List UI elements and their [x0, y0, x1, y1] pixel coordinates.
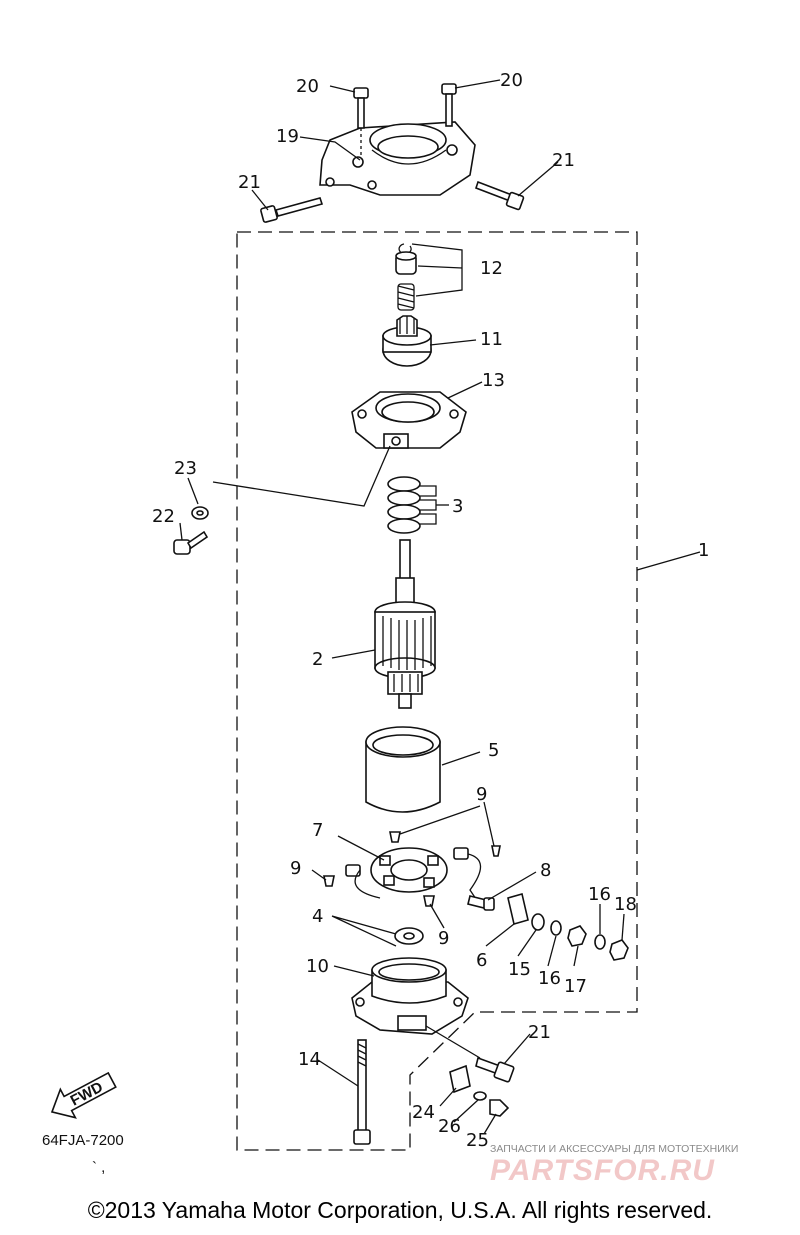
- callout-12: 12: [480, 258, 503, 279]
- callout-14: 14: [298, 1049, 321, 1070]
- figure-code: 64FJA-7200: [42, 1132, 124, 1149]
- callout-16: 16: [538, 968, 561, 989]
- part-23-washer: [191, 506, 209, 520]
- callout-16: 16: [588, 884, 611, 905]
- part-21-bolt-bottom: [475, 1056, 515, 1083]
- fwd-label: FWD: [68, 1078, 106, 1109]
- part-19-bracket: [319, 121, 476, 196]
- callout-20: 20: [500, 70, 523, 91]
- part-13-front-cover: [351, 391, 467, 449]
- part-5-yoke: [365, 726, 441, 813]
- callout-17: 17: [564, 976, 587, 997]
- part-21-bolt-left: [260, 197, 324, 223]
- part-9-screw-a: [389, 831, 401, 843]
- part-17-nut: [567, 925, 587, 947]
- part-21-bolt-right: [474, 180, 525, 211]
- watermark: ЗАПЧАСТИ И АКСЕССУАРЫ ДЛЯ МОТОТЕХНИКИ PA…: [490, 1143, 738, 1187]
- callout-labels: 20 20 19 21 21 12 11 13 23 3 22 1 2 5 9 …: [152, 70, 709, 1151]
- callout-22: 22: [152, 506, 175, 527]
- callout-21: 21: [552, 150, 575, 171]
- part-2-armature: [374, 539, 436, 709]
- part-18-nut: [609, 939, 629, 961]
- callout-11: 11: [480, 329, 503, 350]
- watermark-tagline: ЗАПЧАСТИ И АКСЕССУАРЫ ДЛЯ МОТОТЕХНИКИ: [490, 1143, 738, 1155]
- callout-9: 9: [438, 928, 449, 949]
- tick-mark: ` ,: [92, 1159, 105, 1176]
- part-22-bolt: [173, 530, 209, 555]
- part-4-washer: [394, 927, 424, 945]
- part-15-washer: [531, 913, 545, 931]
- callout-6: 6: [476, 950, 487, 971]
- part-14-through-bolt: [353, 1039, 371, 1145]
- part-26-washer: [473, 1091, 487, 1101]
- part-20-bolt-left: [353, 87, 369, 158]
- callout-8: 8: [540, 860, 551, 881]
- callout-21: 21: [528, 1022, 551, 1043]
- callout-21: 21: [238, 172, 261, 193]
- part-10-rear-cover: [351, 957, 469, 1035]
- callout-13: 13: [482, 370, 505, 391]
- part-25-bolt: [489, 1099, 510, 1117]
- part-6-insulator: [507, 892, 529, 926]
- callout-20: 20: [296, 76, 319, 97]
- callout-5: 5: [488, 740, 499, 761]
- part-11-pinion: [382, 315, 432, 367]
- callout-26: 26: [438, 1116, 461, 1137]
- callout-24: 24: [412, 1102, 435, 1123]
- part-3-spring-set: [387, 476, 437, 534]
- callout-3: 3: [452, 496, 463, 517]
- part-16-washer-b: [594, 934, 606, 950]
- assembly-boundary: [236, 231, 638, 1151]
- callout-25: 25: [466, 1130, 489, 1151]
- part-9-screw-d: [491, 845, 501, 857]
- watermark-logo: PARTSFOR.RU: [490, 1154, 715, 1187]
- callout-19: 19: [276, 126, 299, 147]
- part-7-brush-holder: [345, 847, 482, 903]
- callout-9: 9: [290, 858, 301, 879]
- callout-18: 18: [614, 894, 637, 915]
- part-24-clamp: [449, 1064, 471, 1094]
- callout-7: 7: [312, 820, 323, 841]
- part-9-screw-b: [323, 875, 335, 887]
- leader-lines: [179, 79, 701, 1135]
- fwd-arrow-icon: FWD: [50, 1071, 117, 1119]
- part-8-terminal-bolt: [467, 895, 495, 911]
- callout-10: 10: [306, 956, 329, 977]
- callout-1: 1: [698, 540, 709, 561]
- callout-9: 9: [476, 784, 487, 805]
- callout-2: 2: [312, 649, 323, 670]
- part-16-washer-a: [550, 920, 562, 936]
- part-12-clip-stopper-spring: [395, 243, 417, 311]
- part-20-bolt-right: [441, 83, 457, 127]
- callout-15: 15: [508, 959, 531, 980]
- callout-23: 23: [174, 458, 197, 479]
- copyright-notice: ©2013 Yamaha Motor Corporation, U.S.A. A…: [87, 1197, 713, 1223]
- part-9-screw-c: [423, 895, 435, 907]
- callout-4: 4: [312, 906, 323, 927]
